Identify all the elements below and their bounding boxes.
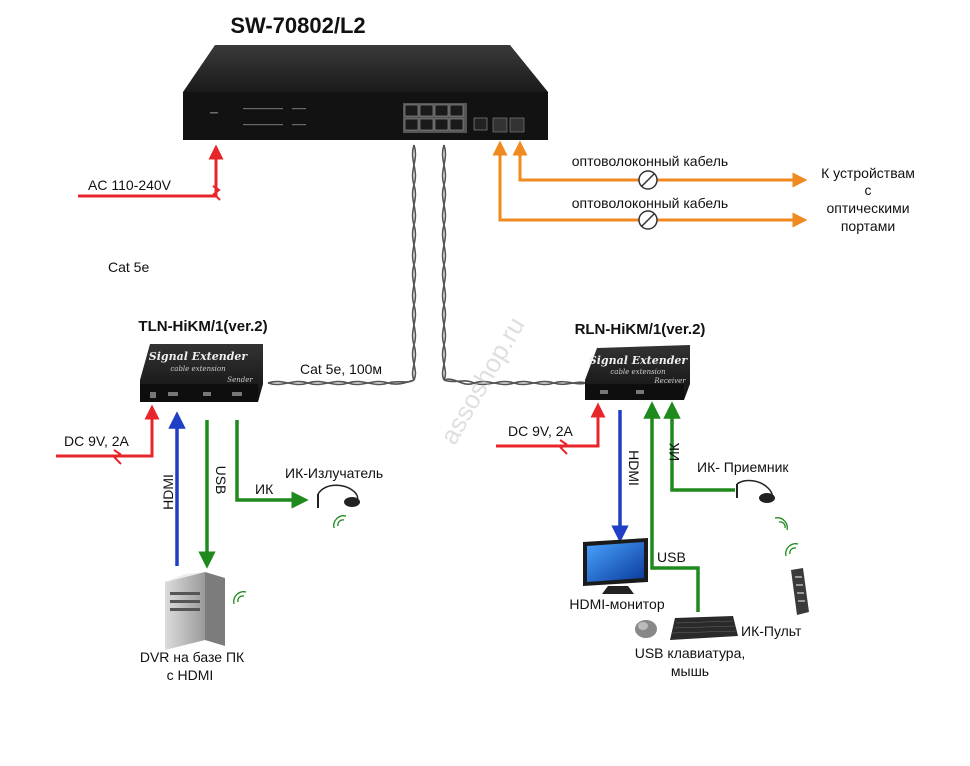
transmitter-usb-label: USB — [213, 466, 229, 495]
transmitter-hdmi-label: HDMI — [160, 474, 176, 510]
power-plug-icon — [212, 185, 221, 201]
optical-devices-label: К устройствам с оптическими портами — [821, 165, 915, 234]
svg-text:портами: портами — [841, 218, 895, 234]
transmitter-device: Signal Extender cable extension Sender — [140, 344, 263, 402]
ir-emitter-icon — [317, 484, 360, 508]
usb-input-label-1: USB клавиатура, — [635, 645, 746, 661]
svg-text:cable extension: cable extension — [610, 368, 666, 376]
ac-power-line — [78, 144, 224, 201]
twisted-pair-cables — [267, 144, 587, 386]
fiber-connector-icons — [638, 170, 658, 230]
receiver-power-line — [496, 402, 606, 455]
power-plug-icon — [113, 449, 122, 465]
power-plug-icon — [559, 439, 568, 455]
fiber-label-1: оптоволоконный кабель — [572, 153, 728, 169]
svg-text:Signal Extender: Signal Extender — [149, 350, 249, 363]
svg-text:Signal Extender: Signal Extender — [589, 354, 689, 367]
fiber-lines — [492, 140, 808, 228]
ir-remote-label: ИК-Пульт — [741, 623, 802, 639]
svg-text:cable extension: cable extension — [170, 365, 226, 373]
ir-receiver-label: ИК- Приемник — [697, 459, 789, 475]
dvr-pc-icon — [165, 572, 225, 650]
dvr-label-2: с HDMI — [167, 667, 214, 683]
cat-run-label: Cat 5e, 100м — [300, 361, 382, 377]
receiver-hdmi-label: HDMI — [626, 450, 642, 486]
receiver-ir-label: ИК — [666, 442, 682, 461]
ir-receiver-icon — [736, 479, 775, 503]
svg-text:Receiver: Receiver — [653, 377, 686, 385]
transmitter-power-label: DC 9V, 2A — [64, 433, 130, 449]
svg-text:Sender: Sender — [227, 376, 253, 384]
monitor-label: HDMI-монитор — [569, 596, 664, 612]
dvr-label-1: DVR на базе ПК — [140, 649, 245, 665]
transmitter-ir-label: ИК — [255, 481, 274, 497]
switch-device — [183, 45, 548, 140]
svg-text:К устройствам: К устройствам — [821, 165, 915, 181]
ac-power-label: AC 110-240V — [88, 177, 172, 193]
console-port — [473, 117, 488, 131]
wireless-signal-icon — [233, 591, 247, 605]
ir-remote-icon — [791, 568, 809, 615]
sfp-ports — [492, 117, 525, 133]
svg-text:оптическими: оптическими — [826, 200, 909, 216]
hdmi-monitor-icon — [583, 538, 648, 594]
switch-led-panel — [210, 108, 306, 126]
wireless-signal-icon — [785, 543, 799, 557]
mouse-icon — [635, 620, 657, 638]
receiver-device: Signal Extender cable extension Receiver — [585, 345, 690, 400]
keyboard-icon — [670, 616, 738, 640]
receiver-power-label: DC 9V, 2A — [508, 423, 574, 439]
receiver-usb-line — [643, 401, 700, 612]
receiver-usb-label: USB — [657, 549, 686, 565]
ir-emitter-label: ИК-Излучатель — [285, 465, 383, 481]
svg-text:с: с — [865, 182, 872, 198]
fiber-label-2: оптоволоконный кабель — [572, 195, 728, 211]
receiver-model-label: RLN-HiKM/1(ver.2) — [575, 321, 706, 338]
wireless-signal-icon — [774, 517, 788, 531]
usb-input-label-2: мышь — [671, 663, 709, 679]
receiver-ir-line — [663, 401, 735, 492]
switch-model-title: SW-70802/L2 — [230, 13, 365, 38]
cat-label: Cat 5e — [108, 259, 149, 275]
transmitter-ir-line — [235, 420, 309, 509]
ethernet-ports — [404, 104, 464, 131]
wireless-signal-icon — [333, 515, 347, 529]
transmitter-power-line — [56, 404, 160, 465]
transmitter-model-label: TLN-HiKM/1(ver.2) — [138, 318, 267, 335]
